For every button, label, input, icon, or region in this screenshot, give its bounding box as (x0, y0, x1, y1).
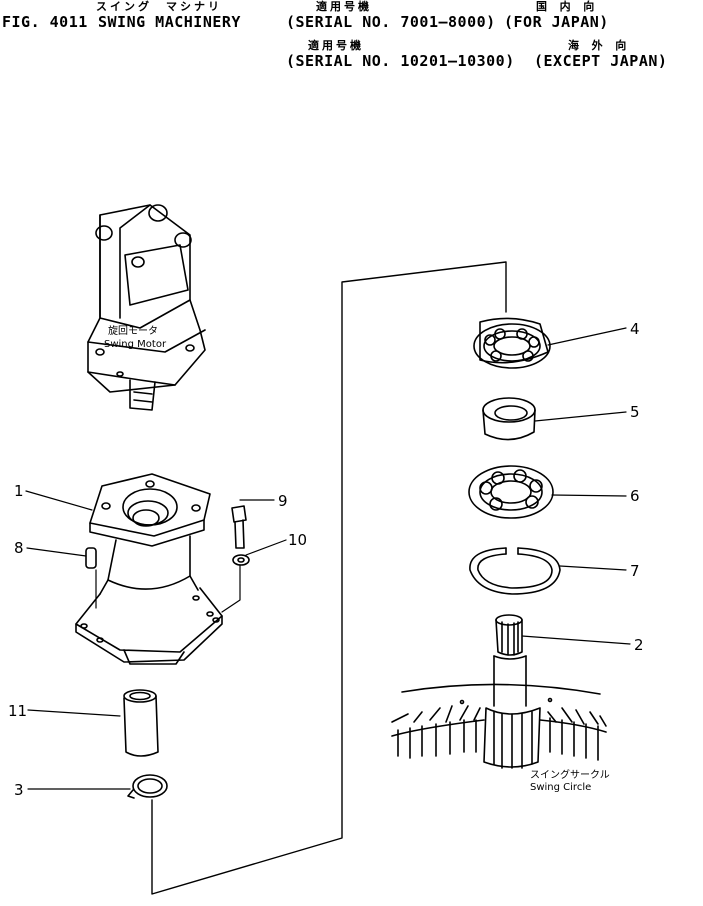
swing-motor-label: Swing Motor (104, 339, 167, 350)
callout-8: 8 (14, 539, 24, 557)
serial-range-1: (SERIAL NO. 7001–8000) (286, 13, 496, 31)
callout-10: 10 (288, 531, 307, 549)
part-8-pin (85, 547, 97, 569)
swing-motor: 旋回モータ Swing Motor (87, 204, 206, 411)
callout-4: 4 (630, 320, 640, 338)
part-3-snap-ring (127, 774, 168, 799)
part-9-bolt (231, 505, 247, 549)
part-1-housing (75, 473, 223, 665)
callout-5: 5 (630, 403, 640, 421)
swing-motor-label-jp: 旋回モータ (108, 324, 158, 337)
swing-circle-label: Swing Circle (530, 782, 591, 793)
page-title: SWING MACHINERY (98, 13, 241, 31)
market-1-jp: 国 内 向 (536, 0, 598, 13)
callout-9: 9 (278, 492, 288, 510)
figure-number: FIG. 4011 (2, 13, 88, 31)
callout-2: 2 (634, 636, 644, 654)
part-5-spacer (482, 397, 536, 441)
part-7-snap-ring (469, 547, 561, 595)
washer-connector-line (221, 564, 241, 613)
serial-2-jp: 適用号機 (308, 39, 364, 52)
callout-11: 11 (8, 702, 27, 720)
part-4-bearing (473, 317, 551, 369)
part-6-bearing (468, 465, 554, 519)
leader-lines (25, 327, 631, 790)
swing-circle-label-jp: スイングサークル (530, 768, 610, 781)
market-1: (FOR JAPAN) (504, 13, 609, 31)
part-2-pinion-shaft (483, 614, 541, 769)
part-11-bushing (123, 689, 159, 757)
market-2: (EXCEPT JAPAN) (534, 52, 668, 70)
callout-1: 1 (14, 482, 24, 500)
callout-6: 6 (630, 487, 640, 505)
assembly-boundary-line (151, 261, 507, 895)
serial-1-jp: 適用号機 (316, 0, 372, 13)
callout-3: 3 (14, 781, 24, 799)
part-10-washer (232, 554, 250, 566)
title-jp: スイング マシナリ (96, 0, 222, 13)
serial-range-2: (SERIAL NO. 10201–10300) (286, 52, 515, 70)
callout-7: 7 (630, 562, 640, 580)
market-2-jp: 海 外 向 (568, 39, 630, 52)
swing-circle: スイングサークル Swing Circle (391, 683, 610, 793)
